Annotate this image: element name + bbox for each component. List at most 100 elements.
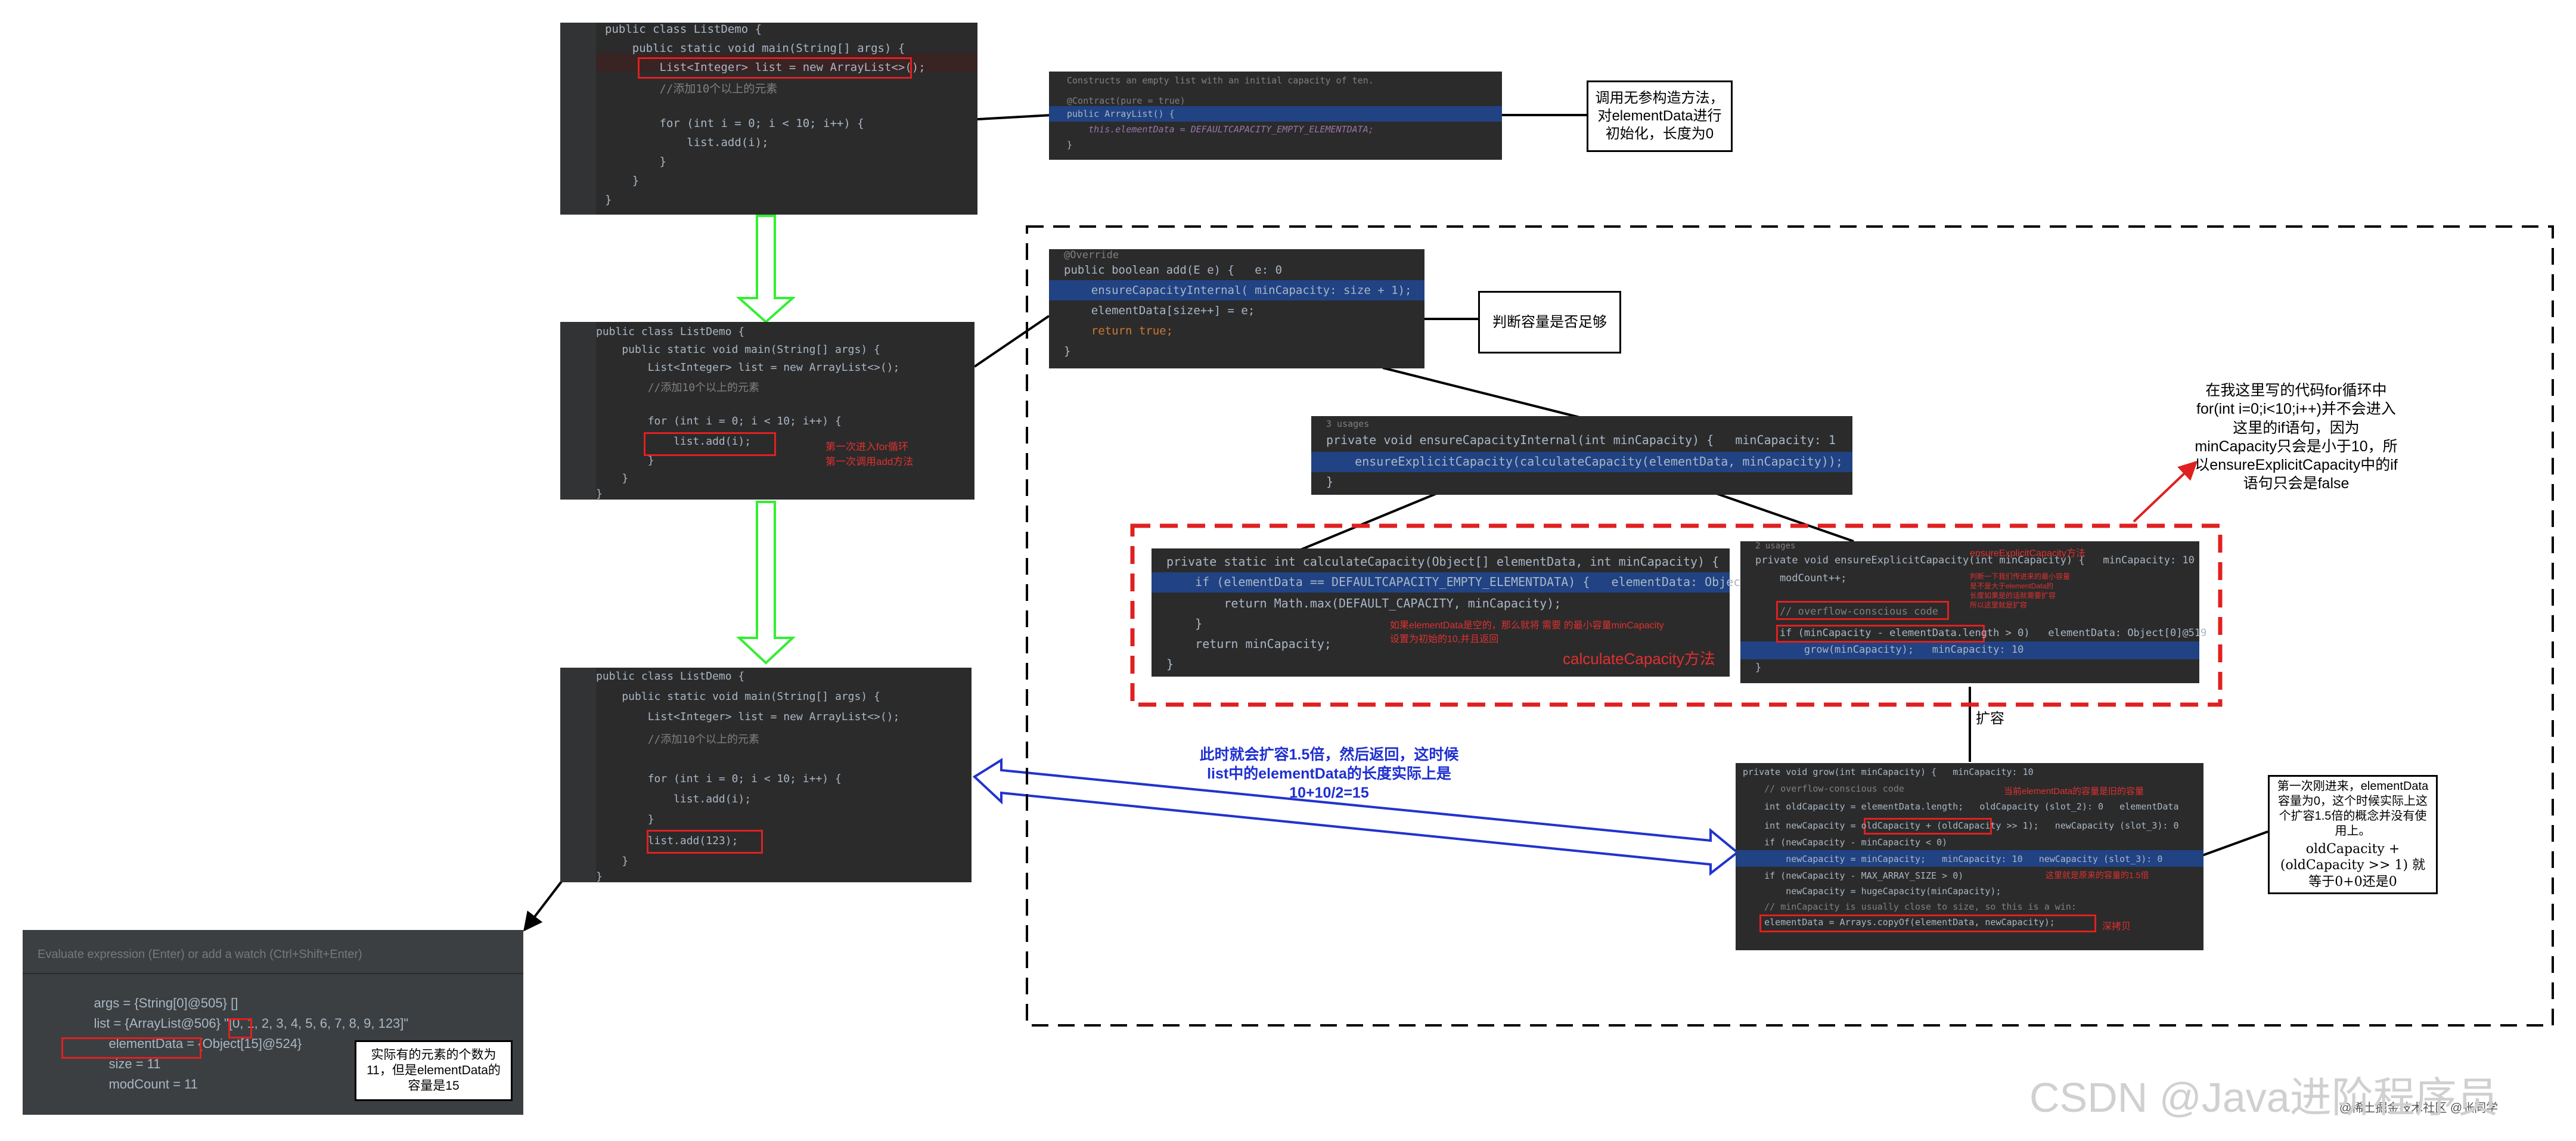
divider — [23, 973, 523, 974]
var-args[interactable]: args = {String[0]@505} [] — [79, 980, 238, 1027]
var-size-text: size = 11 — [108, 1056, 161, 1071]
var-element-data[interactable]: elementData = {Object[15]@524} — [94, 1021, 302, 1067]
var-modcount[interactable]: modCount = 11 — [94, 1061, 197, 1108]
code-line: int newCapacity = oldCapacity + (oldCapa… — [1743, 820, 2179, 831]
watermark: CSDN @Java进阶程序员 — [2029, 1074, 2499, 1121]
breakpoint-line — [596, 54, 977, 72]
dashed-outer-box — [1026, 225, 2554, 1027]
code-line: } — [1166, 657, 1174, 671]
code-line: private static int calculateCapacity(Obj… — [1166, 554, 1720, 569]
code-line: } — [596, 472, 629, 485]
code-panel-ensure-capacity-internal: 3 usages private void ensureCapacityInte… — [1311, 416, 1852, 495]
code-panel-listdemo-1: public class ListDemo { public static vo… — [560, 23, 977, 215]
code-line: int oldCapacity = elementData.length; ol… — [1743, 801, 2179, 812]
code-line: return Math.max(DEFAULT_CAPACITY, minCap… — [1166, 596, 1562, 610]
code-line: private void ensureExplicitCapacity(int … — [1755, 554, 2195, 566]
expand-label: 扩容 — [1976, 711, 2004, 727]
code-line: this.elementData = DEFAULTCAPACITY_EMPTY… — [1067, 124, 1374, 135]
evaluate-expression-input[interactable]: Evaluate expression (Enter) or add a wat… — [38, 948, 362, 961]
code-line: } — [1326, 475, 1334, 489]
list-init-highlight — [638, 57, 912, 79]
annotation-deep-copy: 深拷贝 — [2102, 922, 2131, 932]
code-line: if (minCapacity - elementData.length > 0… — [1755, 627, 2207, 639]
code-line: // overflow-conscious code — [1755, 606, 1939, 618]
code-line: for (int i = 0; i < 10; i++) { — [596, 773, 842, 785]
gutter — [560, 322, 596, 500]
copyof-highlight — [1759, 914, 2096, 932]
overflow-comment-highlight — [1776, 601, 1949, 620]
code-panel-ensure-explicit-capacity: 2 usages private void ensureExplicitCapa… — [1740, 541, 2206, 683]
var-element-data-text: elementData = {Object[15]@524} — [108, 1036, 302, 1051]
code-line: } — [1064, 345, 1071, 358]
code-line: } — [605, 174, 640, 187]
code-line: public boolean add(E e) { e: 0 — [1064, 263, 1283, 277]
watermark-small: @稀土掘金技术社区 @张同学 — [2339, 1102, 2499, 1115]
code-line: 2 usages — [1755, 541, 1796, 551]
code-line: return minCapacity; — [1166, 637, 1332, 651]
current-line-highlight — [1740, 641, 2199, 659]
code-panel-add-method: @Override public boolean add(E e) { e: 0… — [1049, 249, 1424, 368]
code-line: } — [605, 193, 612, 206]
note-check-capacity: 判断容量是否足够 — [1478, 291, 1621, 354]
code-line: public static void main(String[] args) { — [596, 343, 880, 356]
gutter — [560, 23, 596, 215]
code-panel-calculate-capacity: private static int calculateCapacity(Obj… — [1152, 548, 1748, 677]
current-line-highlight — [1152, 572, 1730, 593]
current-line-highlight — [1736, 850, 2203, 867]
code-line: } — [596, 488, 603, 500]
code-line: modCount++; — [1755, 572, 1847, 584]
annotation-first-add: 第一次调用add方法 — [825, 456, 914, 467]
code-line: return true; — [1064, 324, 1174, 337]
code-line: public static void main(String[] args) { — [605, 42, 905, 55]
code-line: ensureCapacityInternal( minCapacity: siz… — [1064, 284, 1412, 297]
code-line: public ArrayList() { — [1067, 108, 1175, 119]
note-debug: 实际有的元素的个数为11，但是elementData的容量是15 — [355, 1040, 513, 1101]
code-line: List<Integer> list = new ArrayList<>(); — [596, 361, 900, 374]
note-constructor: 调用无参构造方法，对elementData进行初始化，长度为0 — [1587, 80, 1733, 152]
code-panel-listdemo-2: public class ListDemo { public static vo… — [560, 322, 974, 500]
code-line: } — [1755, 662, 1762, 674]
code-line: if (elementData == DEFAULTCAPACITY_EMPTY… — [1166, 575, 1748, 589]
size-highlight — [61, 1037, 201, 1059]
code-line: } — [1166, 616, 1203, 631]
var-size[interactable]: size = 11 — [94, 1041, 161, 1087]
code-line: // minCapacity is usually close to size,… — [1743, 901, 2077, 912]
code-panel-grow: private void grow(int minCapacity) { min… — [1736, 763, 2203, 950]
red-arrow — [2133, 460, 2198, 523]
code-line: if (newCapacity - minCapacity < 0) — [1743, 837, 1948, 848]
code-line: } — [605, 155, 666, 168]
annotation-first-loop: 第一次进入for循环 — [825, 441, 908, 452]
var-list[interactable]: list = {ArrayList@506} "[0, 1, 2, 3, 4, … — [79, 1000, 408, 1047]
note-grow-code: oldCapacity + (oldCapacity >> 1) 就等于0+0还… — [2280, 841, 2426, 889]
annotation-explicit-2: 是不是大于elementData的 — [1970, 582, 2054, 590]
code-line: } — [596, 454, 654, 467]
code-line: for (int i = 0; i < 10; i++) { — [605, 117, 864, 130]
code-line: elementData = Arrays.copyOf(elementData,… — [1743, 917, 2055, 928]
code-line: @Override — [1064, 249, 1119, 261]
code-line: @Contract(pure = true) — [1067, 95, 1185, 106]
annotation-explicit-4: 所以这里就是扩容 — [1970, 601, 2028, 609]
green-arrow-2 — [735, 501, 796, 665]
code-line: //添加10个以上的元素 — [596, 382, 760, 394]
code-line: ensureExplicitCapacity(calculateCapacity… — [1326, 454, 1843, 469]
code-line: list.add(123); — [596, 835, 738, 847]
code-line: elementData[size++] = e; — [1064, 304, 1255, 317]
annotation-shift: 这里就是原来的容量的1.5倍 — [2046, 870, 2149, 880]
list-add-highlight — [644, 432, 776, 456]
annotation-explicit-1: 判断一下我们传进来的最小容量 — [1970, 572, 2071, 581]
gutter — [560, 668, 596, 882]
green-arrow-1 — [735, 215, 796, 324]
capacity-highlight — [228, 1018, 252, 1038]
code-line: public class ListDemo { — [596, 325, 745, 338]
code-line: //添加10个以上的元素 — [605, 82, 778, 95]
code-panel-listdemo-3: public class ListDemo { public static vo… — [560, 668, 972, 883]
code-line: private void grow(int minCapacity) { min… — [1743, 767, 2034, 777]
note-grow-text: 第一次刚进来，elementData容量为0，这个时候实际上这个扩容1.5倍的概… — [2277, 779, 2429, 838]
var-args-text: args = {String[0]@505} [] — [94, 996, 238, 1010]
code-line: //添加10个以上的元素 — [596, 733, 760, 746]
annotation-calc: 如果elementData是空的，那么就将 需要 的最小容量minCapacit… — [1390, 621, 1664, 631]
add-123-highlight — [647, 830, 763, 854]
note-grow: 第一次刚进来，elementData容量为0，这个时候实际上这个扩容1.5倍的概… — [2268, 775, 2438, 894]
code-line: newCapacity = hugeCapacity(minCapacity); — [1743, 886, 2001, 897]
